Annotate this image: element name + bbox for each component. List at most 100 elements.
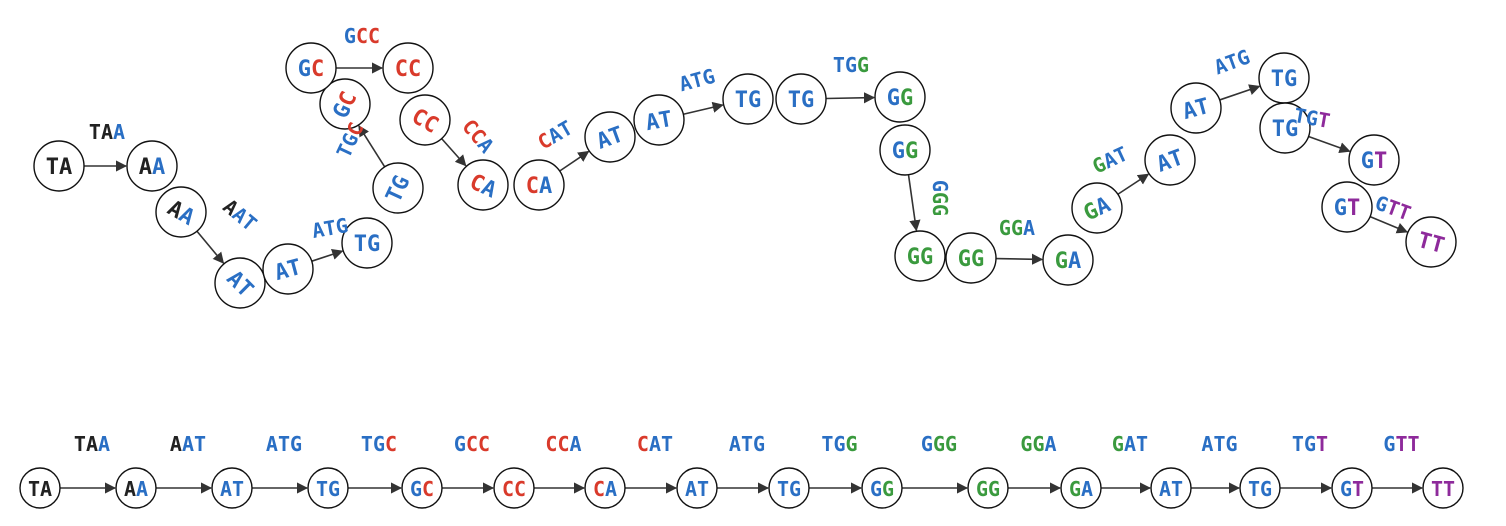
- top-node-label-tg: TG: [354, 232, 381, 257]
- bottom-node-circle: [401, 467, 443, 509]
- top-node-circle: [214, 257, 266, 309]
- top-node-circle: [633, 94, 685, 146]
- top-edge-arrow: [196, 230, 225, 264]
- top-node-circle: [126, 140, 178, 192]
- top-edge-label-tgg: TGG: [833, 53, 869, 77]
- bottom-edge-label-tgt: TGT: [1292, 432, 1328, 456]
- bottom-edge-label-cat: CAT: [637, 432, 673, 456]
- bottom-edge-label-tgg: TGG: [821, 432, 857, 456]
- bottom-node-circle: [115, 467, 157, 509]
- bottom-edge-label-gcc: GCC: [454, 432, 490, 456]
- bottom-node-label-ga: GA: [1069, 477, 1093, 501]
- top-node-circle: [1321, 181, 1373, 233]
- top-edge-arrow: [441, 138, 467, 167]
- top-edge-arrow: [995, 253, 1044, 265]
- bottom-node-circle: [307, 467, 349, 509]
- top-node-circle: [1405, 216, 1457, 268]
- top-node-label-gg: GG: [892, 139, 919, 164]
- bottom-node-circle: [967, 467, 1009, 509]
- bottom-node-label-at: AT: [685, 477, 709, 501]
- top-node-circle: [894, 230, 946, 282]
- top-node-label-at: AT: [644, 106, 674, 135]
- top-node-circle: [722, 73, 774, 125]
- top-edge-label-tgt: TGT: [1292, 103, 1332, 133]
- top-node-circle: [382, 42, 434, 94]
- top-edge-arrow: [907, 174, 921, 232]
- top-edge-arrow: [1369, 215, 1409, 234]
- bottom-node-circle: [211, 467, 253, 509]
- top-edge-arrow: [559, 150, 590, 172]
- top-node-circle: [155, 186, 207, 238]
- top-node-label-at: AT: [1180, 93, 1212, 124]
- top-node-label-tg: TG: [1271, 67, 1298, 92]
- top-node-circle: [262, 243, 314, 295]
- bottom-node-label-gg: GG: [976, 477, 1000, 501]
- top-node-circle: [457, 159, 509, 211]
- top-edge-arrow: [1308, 135, 1351, 154]
- top-node-circle: [1144, 134, 1196, 186]
- bottom-edge-label-atg: ATG: [729, 432, 765, 456]
- top-edge-label-cat: CAT: [533, 116, 576, 155]
- top-edge-label-gcc: GCC: [344, 24, 380, 48]
- top-node-label-tg: TG: [735, 88, 762, 113]
- bottom-node-label-gt: GT: [1340, 477, 1364, 501]
- top-node-label-tt: TT: [1415, 227, 1447, 258]
- top-node-label-at: AT: [1153, 145, 1186, 178]
- bottom-node-circle: [768, 467, 810, 509]
- top-edge-arrow: [1117, 173, 1150, 195]
- top-edge-label-atg: ATG: [676, 64, 717, 97]
- top-node-circle: [372, 162, 424, 214]
- top-edge-label-ggg: GGG: [928, 180, 952, 216]
- top-node-label-gt: GT: [1334, 196, 1361, 221]
- top-edge-label-gat: GAT: [1089, 141, 1132, 178]
- bottom-node-circle: [1060, 467, 1102, 509]
- top-edge-label-taa: TAA: [89, 120, 125, 144]
- top-node-label-tg: TG: [1272, 117, 1299, 142]
- top-node-circle: [33, 140, 85, 192]
- bottom-edge-label-atg: ATG: [266, 432, 302, 456]
- top-edge-label-atg: ATG: [1211, 45, 1253, 80]
- bottom-node-circle: [676, 467, 718, 509]
- top-node-circle: [1170, 82, 1222, 134]
- bottom-node-circle: [1422, 467, 1464, 509]
- bottom-node-circle: [493, 467, 535, 509]
- bottom-node-circle: [861, 467, 903, 509]
- bottom-node-circle: [1150, 467, 1192, 509]
- top-edge-arrow: [1219, 84, 1261, 101]
- top-node-label-gg: GG: [958, 247, 985, 272]
- bottom-node-label-ca: CA: [593, 477, 617, 501]
- bottom-node-label-cc: CC: [502, 477, 526, 501]
- top-edge-arrow: [683, 101, 724, 116]
- bottom-edge-label-ggg: GGG: [921, 432, 957, 456]
- top-node-circle: [285, 42, 337, 94]
- top-node-label-gt: GT: [1361, 149, 1388, 174]
- top-node-circle: [513, 159, 565, 211]
- top-node-circle: [775, 73, 827, 125]
- bottom-node-circle: [1239, 467, 1281, 509]
- top-node-circle: [945, 232, 997, 284]
- top-node-circle: [341, 217, 393, 269]
- top-node-label-at: AT: [272, 254, 304, 285]
- top-node-circle: [1348, 134, 1400, 186]
- bottom-edge-label-gat: GAT: [1112, 432, 1148, 456]
- top-node-circle: [874, 71, 926, 123]
- top-node-circle: [1042, 234, 1094, 286]
- top-node-circle: [584, 111, 636, 163]
- top-node-circle: [319, 78, 371, 130]
- bottom-node-label-gg: GG: [870, 477, 894, 501]
- top-edge-label-atg: ATG: [310, 213, 350, 243]
- top-node-circle: [1071, 182, 1123, 234]
- top-node-label-ca: CA: [526, 174, 553, 199]
- bottom-edge-label-tgc: TGC: [361, 432, 397, 456]
- bottom-edge-label-taa: TAA: [74, 432, 110, 456]
- bottom-node-circle: [1331, 467, 1373, 509]
- bottom-edge-label-cca: CCA: [545, 432, 581, 456]
- top-node-circle: [399, 94, 451, 146]
- top-node-circle: [1259, 102, 1311, 154]
- top-edge-label-cca: CCA: [457, 114, 499, 157]
- bottom-node-label-at: AT: [1159, 477, 1183, 501]
